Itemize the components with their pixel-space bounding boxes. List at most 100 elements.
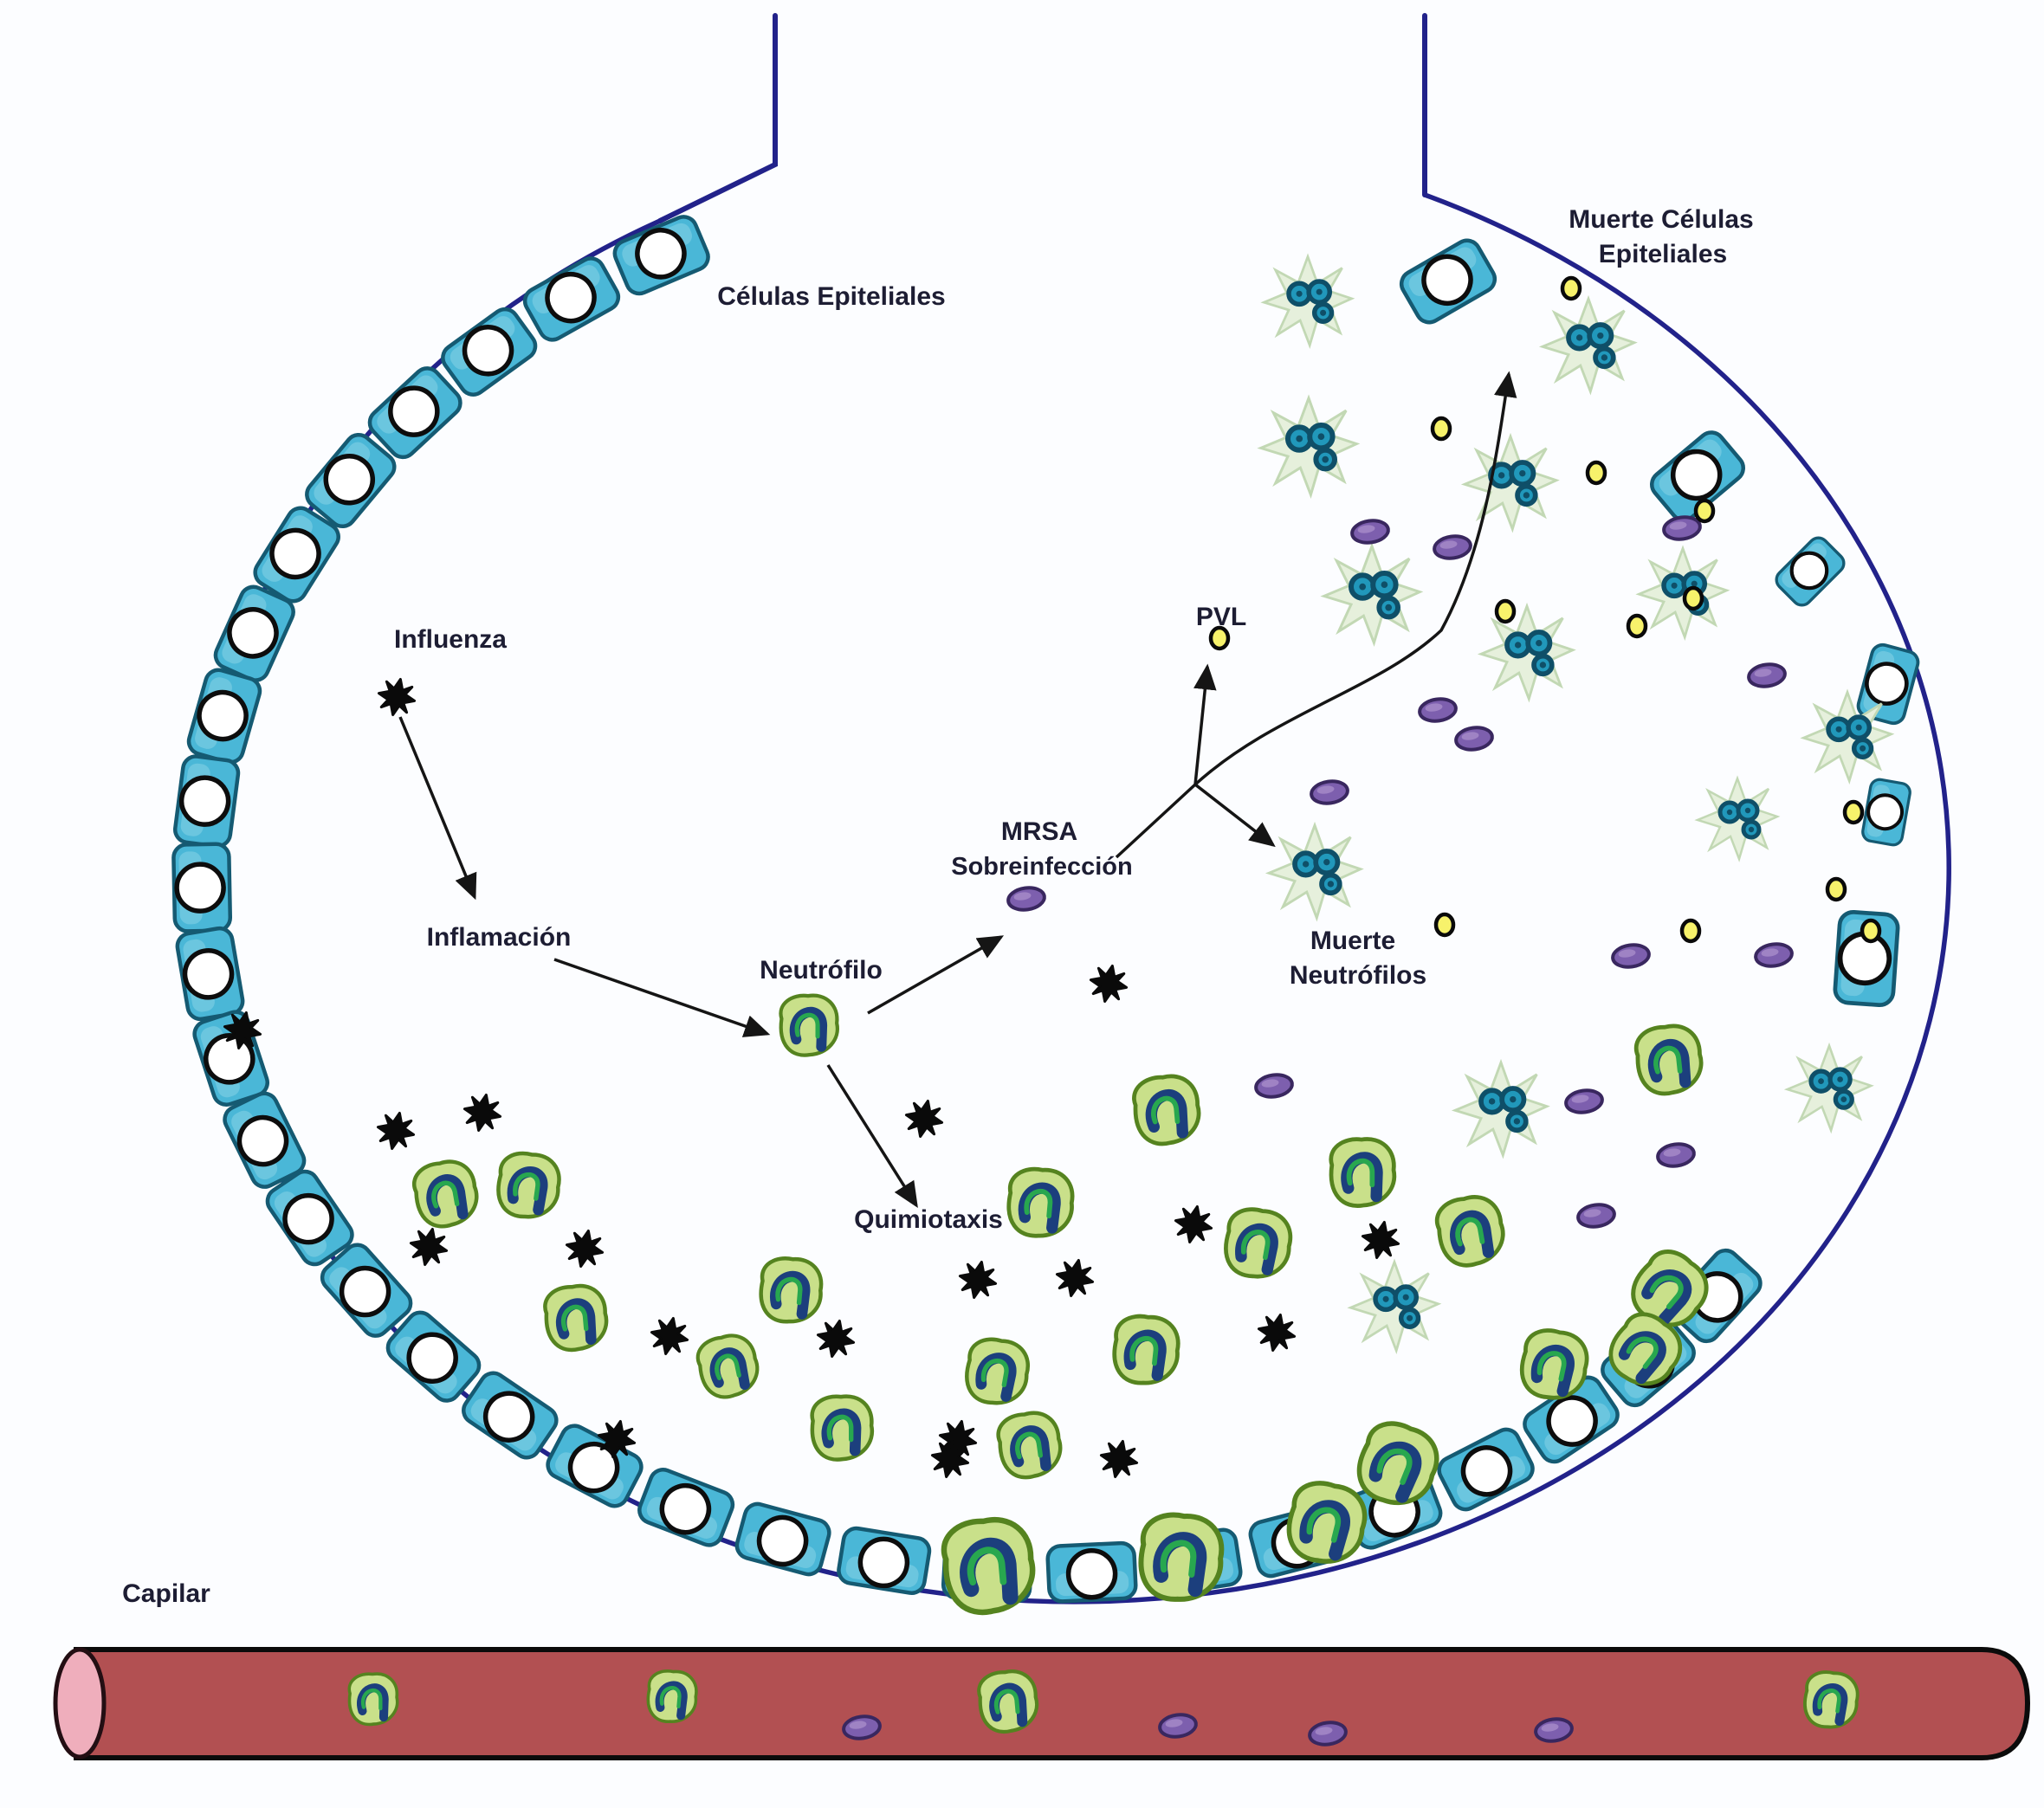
pvl-dot [1860,918,1882,944]
dead-neutrophil-icon [1451,1058,1550,1159]
influenza-virus-icon [376,1111,416,1151]
mrsa-highlight [1316,785,1335,794]
pvl-dot [1208,625,1231,651]
epithelial-cell [213,584,295,682]
neutrophil-nucleus-inner [715,1353,741,1381]
label-influenza: Influenza [394,625,507,654]
line-mrsa-to-junction [1115,783,1197,859]
epithelial-cell-nucleus [323,453,376,506]
neutrophil-body [1631,1249,1709,1327]
epithelial-cell-nucleus [857,1536,910,1589]
mrsa-highlight [1425,703,1443,712]
pvl-toxin-icon [1626,613,1648,639]
neutrophil-icon [1631,1249,1709,1327]
epithelial-cell [367,366,462,460]
mrsa-highlight [1013,892,1032,901]
neutrophil-body [1006,1166,1075,1238]
neutrophil-nucleus-inner [775,1276,803,1306]
arrow-junction-to-pvl [1193,663,1217,785]
neutrophil-body [810,1394,875,1462]
neutrophil-nucleus-inner [1817,1689,1841,1714]
dead-neutrophil-granule-dot [1320,309,1327,316]
dead-neutrophil-icon [1783,1042,1874,1134]
epithelial-cell-nucleus [388,385,440,437]
mrsa-highlight [849,1721,867,1729]
dead-neutrophil-granule-dot [1514,642,1522,649]
dead-neutrophil-granule-dot [1510,1095,1517,1103]
epithelial-cell-nucleus [1546,1395,1598,1447]
dead-neutrophil-granule-dot [1296,290,1303,297]
influenza-virus-body [904,1099,944,1139]
pvl-dot [1679,918,1702,944]
influenza-virus-body [1174,1204,1213,1244]
dead-neutrophil-icon [1257,394,1361,500]
neutrophils-layer [412,993,1709,1616]
dead-neutrophil-granule-dot [1302,861,1310,868]
label-mrsa-line1: MRSA [1001,817,1077,846]
dead-neutrophil-granule-dot [1575,334,1583,341]
dead-neutrophil-icon [1800,688,1895,785]
neutrophil-nucleus-inner [1151,1095,1180,1125]
neutrophil-nucleus-inner [1536,1351,1567,1382]
neutrophil-icon [412,1159,479,1229]
epithelial-cell [546,1424,644,1508]
epithelial-cell [171,842,233,933]
neutrophil-body [412,1159,479,1229]
influenza-virus-body [650,1316,689,1356]
pvl-dot [1626,613,1648,639]
influenza-virus-icon [1174,1204,1213,1244]
neutrophil-body [779,993,839,1057]
dead-neutrophil-granule-dot [1860,745,1866,752]
dead-neutrophil-granule-dot [1323,858,1330,866]
neutrophil-icon [1608,1312,1683,1386]
neutrophil-icon [1520,1328,1589,1400]
epithelial-cell [612,215,710,296]
epithelial-cell-nucleus [174,862,226,914]
epithelial-cell-nucleus [635,228,687,280]
mrsa-highlight [1618,949,1636,958]
neutrophil-icon [1138,1512,1225,1602]
influenza-virus-body [597,1419,637,1459]
epithelial-cell [462,1371,559,1460]
neutrophil-nucleus-inner [967,1546,1007,1586]
neutrophil-body [1138,1512,1225,1602]
neutrophil-nucleus-inner [1015,1431,1044,1460]
epithelial-cell-nucleus [1670,449,1723,501]
dead-neutrophil-granule-dot [1381,581,1388,589]
dead-neutrophil-granule-dot [1382,1295,1389,1302]
neutrophil-body [996,1411,1063,1480]
neutrophil-body [543,1283,609,1353]
neutrophil-body [941,1517,1036,1616]
neutrophil-icon [779,993,839,1057]
label-celulas-epiteliales: Células Epiteliales [717,282,945,311]
neutrophil-nucleus-inner [1626,1336,1659,1369]
neutrophil-body [1329,1137,1397,1208]
dead-neutrophil-granule-dot [1407,1314,1413,1321]
dead-neutrophil-granule-dot [1327,881,1335,888]
pvl-toxin-icon [1560,275,1582,301]
influenza-virus-body [958,1260,998,1300]
neutrophil-icon [1434,1195,1505,1268]
pvl-dot [1433,912,1456,938]
pvl-dot [1682,585,1704,611]
influenza-virus-layer [223,677,1400,1479]
label-capilar: Capilar [122,1579,210,1608]
mrsa-bacterium-icon [1534,1717,1574,1743]
pvl-dot [1585,460,1607,486]
dead-neutrophil-granule-dot [1835,726,1842,733]
epithelial-cell-nucleus [1866,793,1905,831]
mrsa-bacterium-icon [842,1714,882,1740]
neutrophil-nucleus-inner [993,1689,1020,1714]
mrsa-bacterium-icon [1350,519,1390,545]
mrsa-highlight [1261,1079,1279,1088]
mrsa-bacterium-icon [1310,779,1349,805]
pvl-toxin-icon [1433,912,1456,938]
label-muerte-celulas-line2: Epiteliales [1599,240,1727,268]
epithelial-cell-nucleus [406,1332,458,1384]
neutrophil-body [496,1151,561,1219]
dead-neutrophil-granule-dot [1536,639,1543,647]
pvl-toxin-icon [1679,918,1702,944]
dead-neutrophil-icon [1347,1258,1442,1354]
label-mrsa-line2: Sobreinfección [951,853,1133,881]
